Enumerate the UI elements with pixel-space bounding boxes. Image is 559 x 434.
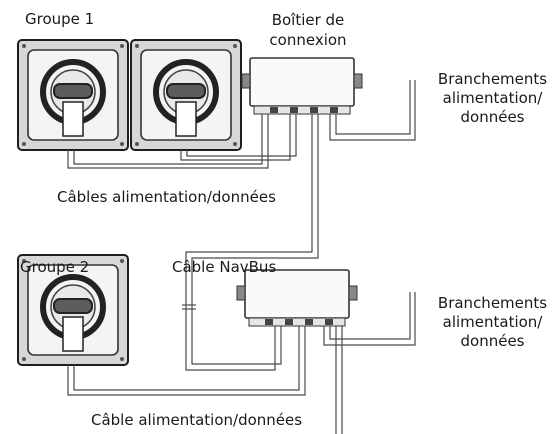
cable-bottom-label: Câble alimentation/données [89,411,305,430]
power-data-bottom-line-1: Branchements [437,294,548,312]
power-data-bottom-line-3: données [460,332,525,350]
group1-label: Groupe 1 [25,10,95,28]
navbus-cable-label: Câble NavBus [172,258,277,276]
power-data-branch-bottom [323,292,416,434]
junction-box-label: Boîtier de connexion [269,11,347,49]
power-data-cables-top [67,114,297,169]
power-data-cable-bottom [67,326,306,396]
cables-top-label: Câbles alimentation/données [57,188,276,206]
power-data-connections-top-label: Branchements alimentation/ données [430,70,555,127]
power-data-branch-top [329,80,416,141]
group2-label: Groupe 2 [20,258,90,276]
junction-box-top-icon [241,57,363,115]
navbus-cable [182,114,319,371]
power-data-top-line-2: alimentation/ [442,89,543,107]
junction-box-bottom-icon [236,269,358,327]
group1-instrument-2-icon [131,40,241,150]
power-data-bottom-line-2: alimentation/ [442,313,543,331]
power-data-top-line-3: données [460,108,525,126]
power-data-top-line-1: Branchements [437,70,548,88]
power-data-connections-bottom-label: Branchements alimentation/ données [430,294,555,351]
group1-instrument-1-icon [18,40,128,150]
